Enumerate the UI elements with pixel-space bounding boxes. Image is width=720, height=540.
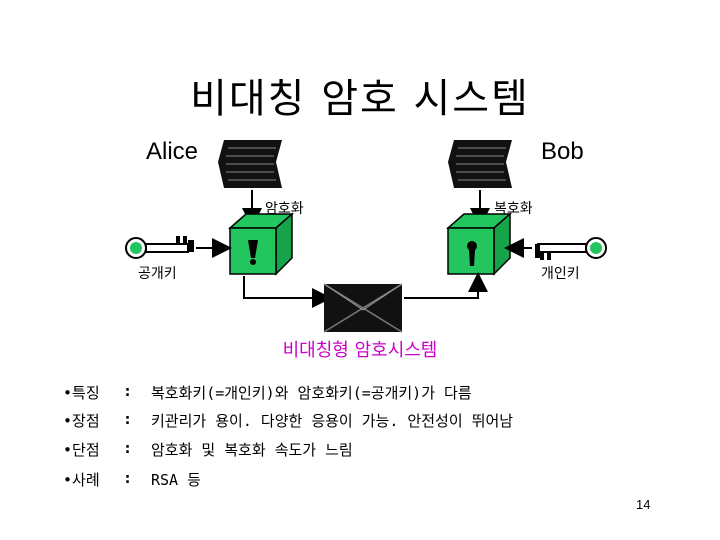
arrow-encrypt-to-channel	[243, 276, 332, 308]
property-value: 키관리가 용이. 다양한 응용이 가능. 안전성이 뛰어남	[151, 412, 514, 430]
property-bullet: •사례	[63, 471, 100, 489]
alice-label: Alice	[146, 138, 199, 165]
public-key-icon	[125, 236, 194, 259]
public-key-label: 공개키	[138, 266, 177, 282]
private-key-label: 개인키	[541, 266, 580, 282]
encrypt-lockbox	[228, 212, 294, 276]
property-value: RSA 등	[151, 471, 201, 489]
property-bullet: •장점	[63, 412, 100, 430]
property-value: 복호화키(=개인키)와 암호화키(=공개키)가 다름	[151, 384, 472, 402]
bob-label: Bob	[541, 138, 584, 165]
alice-document-stack	[218, 140, 282, 188]
decrypt-lockbox	[446, 212, 512, 276]
encrypt-label: 암호화	[265, 201, 304, 217]
page-title: 비대칭 암호 시스템	[190, 76, 530, 122]
property-colon: :	[123, 382, 133, 400]
property-colon: :	[123, 439, 133, 457]
decrypt-label: 복호화	[494, 201, 533, 217]
property-value: 암호화 및 복호화 속도가 느림	[151, 441, 353, 459]
property-colon: :	[123, 410, 133, 428]
property-colon: :	[123, 469, 133, 487]
page-number: 14	[636, 497, 651, 512]
envelope-icon	[323, 283, 403, 333]
system-label: 비대칭형 암호시스템	[282, 340, 438, 361]
property-bullet: •단점	[63, 441, 100, 459]
arrow-channel-to-decrypt	[404, 272, 488, 299]
property-bullet: •특징	[63, 384, 100, 402]
private-key-icon	[535, 237, 607, 260]
bob-document-stack	[448, 140, 512, 188]
